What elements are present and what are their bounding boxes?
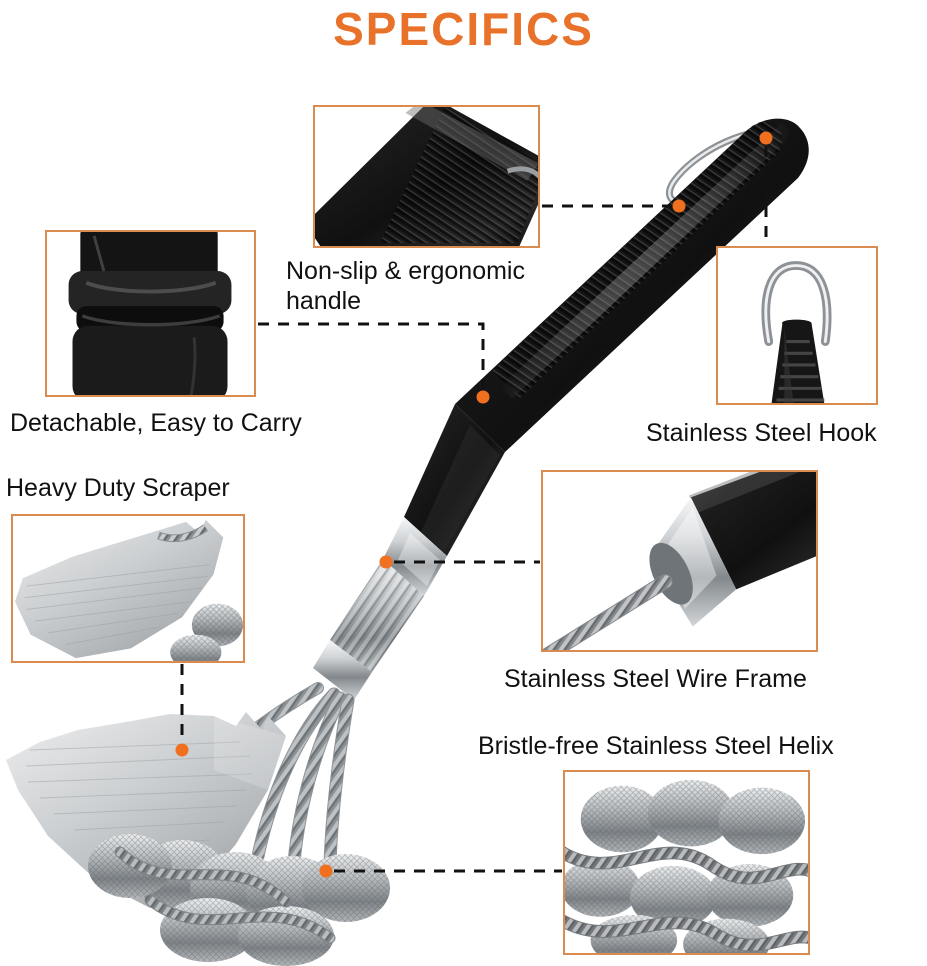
callout-box-wire-frame <box>541 470 818 652</box>
product-ferrule <box>383 517 447 596</box>
thumb-wire-frame-ferrule <box>543 472 816 650</box>
product-helix-head <box>88 834 390 966</box>
callout-box-helix <box>563 770 810 955</box>
label-stainless-steel-hook: Stainless Steel Hook <box>646 419 877 447</box>
callout-box-scraper <box>11 514 245 663</box>
callout-box-hook <box>716 246 878 405</box>
thumb-scraper-blade <box>13 516 243 661</box>
thumb-ribbed-handle <box>315 107 538 246</box>
callout-box-non-slip-handle <box>313 105 540 248</box>
label-bristle-free-helix: Bristle-free Stainless Steel Helix <box>478 732 834 760</box>
thumb-hanging-hook <box>718 248 876 403</box>
label-non-slip-handle: Non-slip & ergonomic handle <box>286 257 525 315</box>
thumb-threaded-joint <box>47 232 254 395</box>
thumb-helix-coils <box>565 772 808 953</box>
page-title: SPECIFICS <box>333 3 594 55</box>
label-wire-frame: Stainless Steel Wire Frame <box>504 665 807 693</box>
product-handle <box>404 118 809 556</box>
label-heavy-duty-scraper: Heavy Duty Scraper <box>6 474 230 502</box>
label-detachable: Detachable, Easy to Carry <box>10 409 302 437</box>
callout-box-detachable <box>45 230 256 397</box>
